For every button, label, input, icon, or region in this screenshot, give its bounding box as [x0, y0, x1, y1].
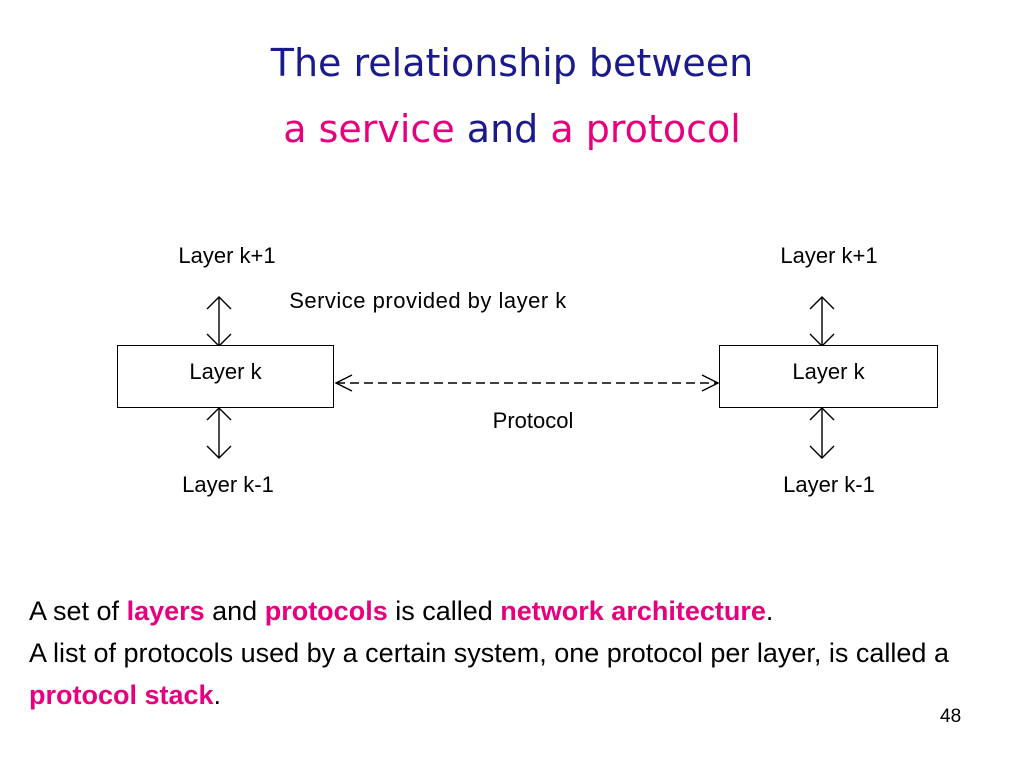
slide-title-line1: The relationship between [270, 41, 754, 85]
left-layer-k-label: Layer k [189, 359, 262, 384]
title-protocol-phrase: a protocol [550, 107, 741, 151]
service-label: Service provided by layer k [289, 288, 567, 313]
right-layer-k-label: Layer k [792, 359, 865, 384]
right-upper-layer-label: Layer k+1 [780, 243, 878, 268]
body-text-segment: . [213, 680, 222, 710]
right-layer-k-box: Layer k [719, 345, 938, 408]
body-text-segment: . [765, 596, 774, 626]
page-number: 48 [940, 706, 962, 727]
protocol-label: Protocol [492, 408, 574, 433]
left-upper-double-arrow [206, 296, 232, 347]
body-text-segment: and [204, 596, 265, 626]
left-lower-layer-label: Layer k-1 [182, 472, 274, 497]
term-network-architecture: network architecture [500, 596, 766, 626]
title-and-word: and [466, 107, 539, 151]
right-upper-double-arrow [809, 296, 835, 347]
body-text-segment: A list of protocols used by a certain sy… [29, 638, 949, 668]
left-layer-k-box: Layer k [117, 345, 334, 408]
left-upper-layer-label: Layer k+1 [178, 243, 276, 268]
left-lower-double-arrow [206, 407, 232, 459]
term-layers: layers [126, 596, 205, 626]
title-service-phrase: a service [283, 107, 455, 151]
term-protocol-stack: protocol stack [29, 680, 214, 710]
right-lower-layer-label: Layer k-1 [783, 472, 875, 497]
body-text-segment: is called [387, 596, 501, 626]
body-paragraph: A set of layers and protocols is called … [29, 590, 1004, 716]
term-protocols: protocols [264, 596, 388, 626]
right-lower-double-arrow [809, 407, 835, 459]
slide-title-line2: a service and a protocol [0, 100, 1024, 158]
protocol-dashed-arrow [334, 374, 720, 392]
body-text-segment: A set of [29, 596, 127, 626]
